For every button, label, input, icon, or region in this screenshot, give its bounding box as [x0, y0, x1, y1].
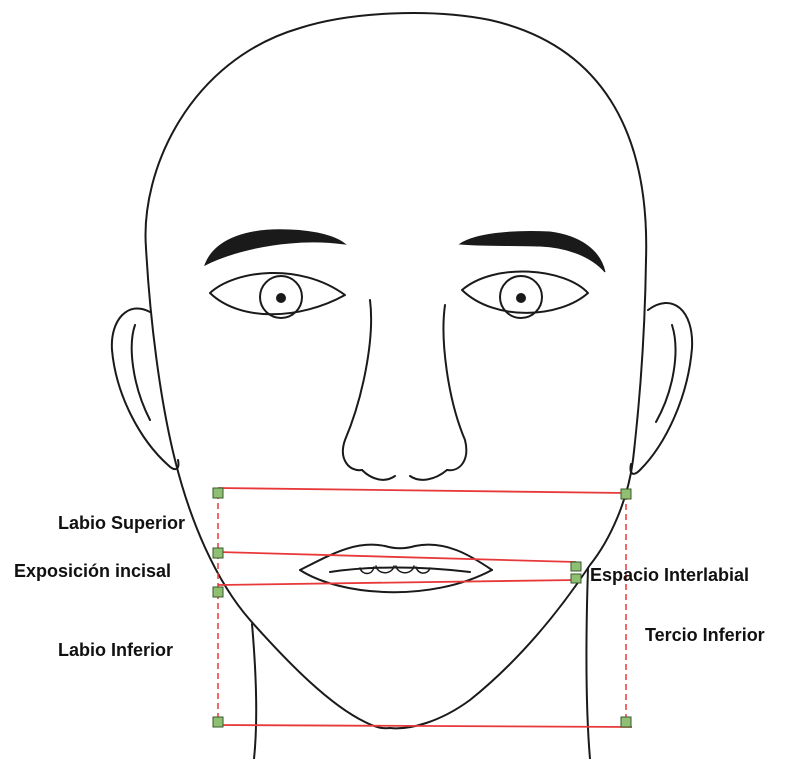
eye-right-outline	[462, 271, 588, 312]
marker-left-subnasal[interactable]	[213, 488, 223, 498]
label-exposicion-incisal: Exposición incisal	[14, 562, 171, 580]
marker-left-lower-lip[interactable]	[213, 587, 223, 597]
marker-right-menton[interactable]	[621, 717, 631, 727]
nose-bottom	[362, 470, 447, 480]
ear-right-inner	[656, 325, 675, 422]
neck-left	[252, 624, 256, 759]
head-outline	[146, 13, 647, 260]
pupil-left	[276, 293, 286, 303]
label-labio-superior: Labio Superior	[58, 514, 185, 532]
marker-right-interlabial-bottom[interactable]	[571, 574, 581, 583]
marker-left-upper-lip[interactable]	[213, 548, 223, 558]
eyebrow-left	[205, 230, 345, 265]
marker-left-menton[interactable]	[213, 717, 223, 727]
nose-left-line	[343, 300, 371, 470]
menton-line	[218, 725, 632, 727]
neck-right	[586, 568, 590, 759]
ear-left-inner	[132, 325, 150, 420]
label-tercio-inferior: Tercio Inferior	[645, 626, 765, 644]
subnasal-line	[218, 488, 626, 493]
stomion-inferior-line	[218, 580, 576, 585]
marker-right-interlabial-top[interactable]	[571, 562, 581, 571]
measurement-overlay	[213, 488, 632, 727]
eyebrow-right	[460, 232, 605, 273]
stomion-superior-line	[218, 552, 576, 562]
label-labio-inferior: Labio Inferior	[58, 641, 173, 659]
eye-left-outline	[210, 273, 345, 314]
marker-right-subnasal[interactable]	[621, 489, 631, 499]
pupil-right	[516, 293, 526, 303]
face-contour-right	[390, 260, 646, 728]
eyebrows	[205, 230, 605, 272]
ear-left	[112, 308, 179, 469]
face-drawing	[112, 13, 692, 759]
label-espacio-interlabial: Espacio Interlabial	[590, 566, 749, 584]
nose-right-line	[444, 305, 467, 470]
